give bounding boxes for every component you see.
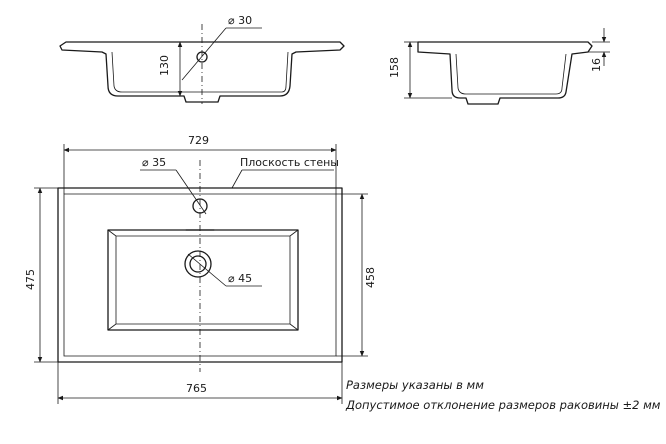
dim-inner-width-top: 729 [188,134,209,147]
dim-drain-dia: ⌀ 45 [228,272,252,285]
dim-side-height: 158 [388,57,401,78]
side-view [404,28,610,105]
dim-overall-depth: 475 [24,269,37,290]
plan-view [34,144,368,404]
dim-rim-thickness: 16 [590,58,603,72]
note-units: Размеры указаны в мм [346,378,484,392]
dim-tap-hole-dia: ⌀ 35 [142,156,166,169]
note-tolerance: Допустимое отклонение размеров раковины … [346,398,661,412]
dim-hole-top-dia: ⌀ 30 [228,14,252,27]
dim-inner-depth: 458 [364,267,377,288]
front-section-view [59,24,345,104]
dim-overall-width: 765 [186,382,207,395]
label-wall-plane: Плоскость стены [240,156,339,169]
dim-depth-section: 130 [158,55,171,76]
